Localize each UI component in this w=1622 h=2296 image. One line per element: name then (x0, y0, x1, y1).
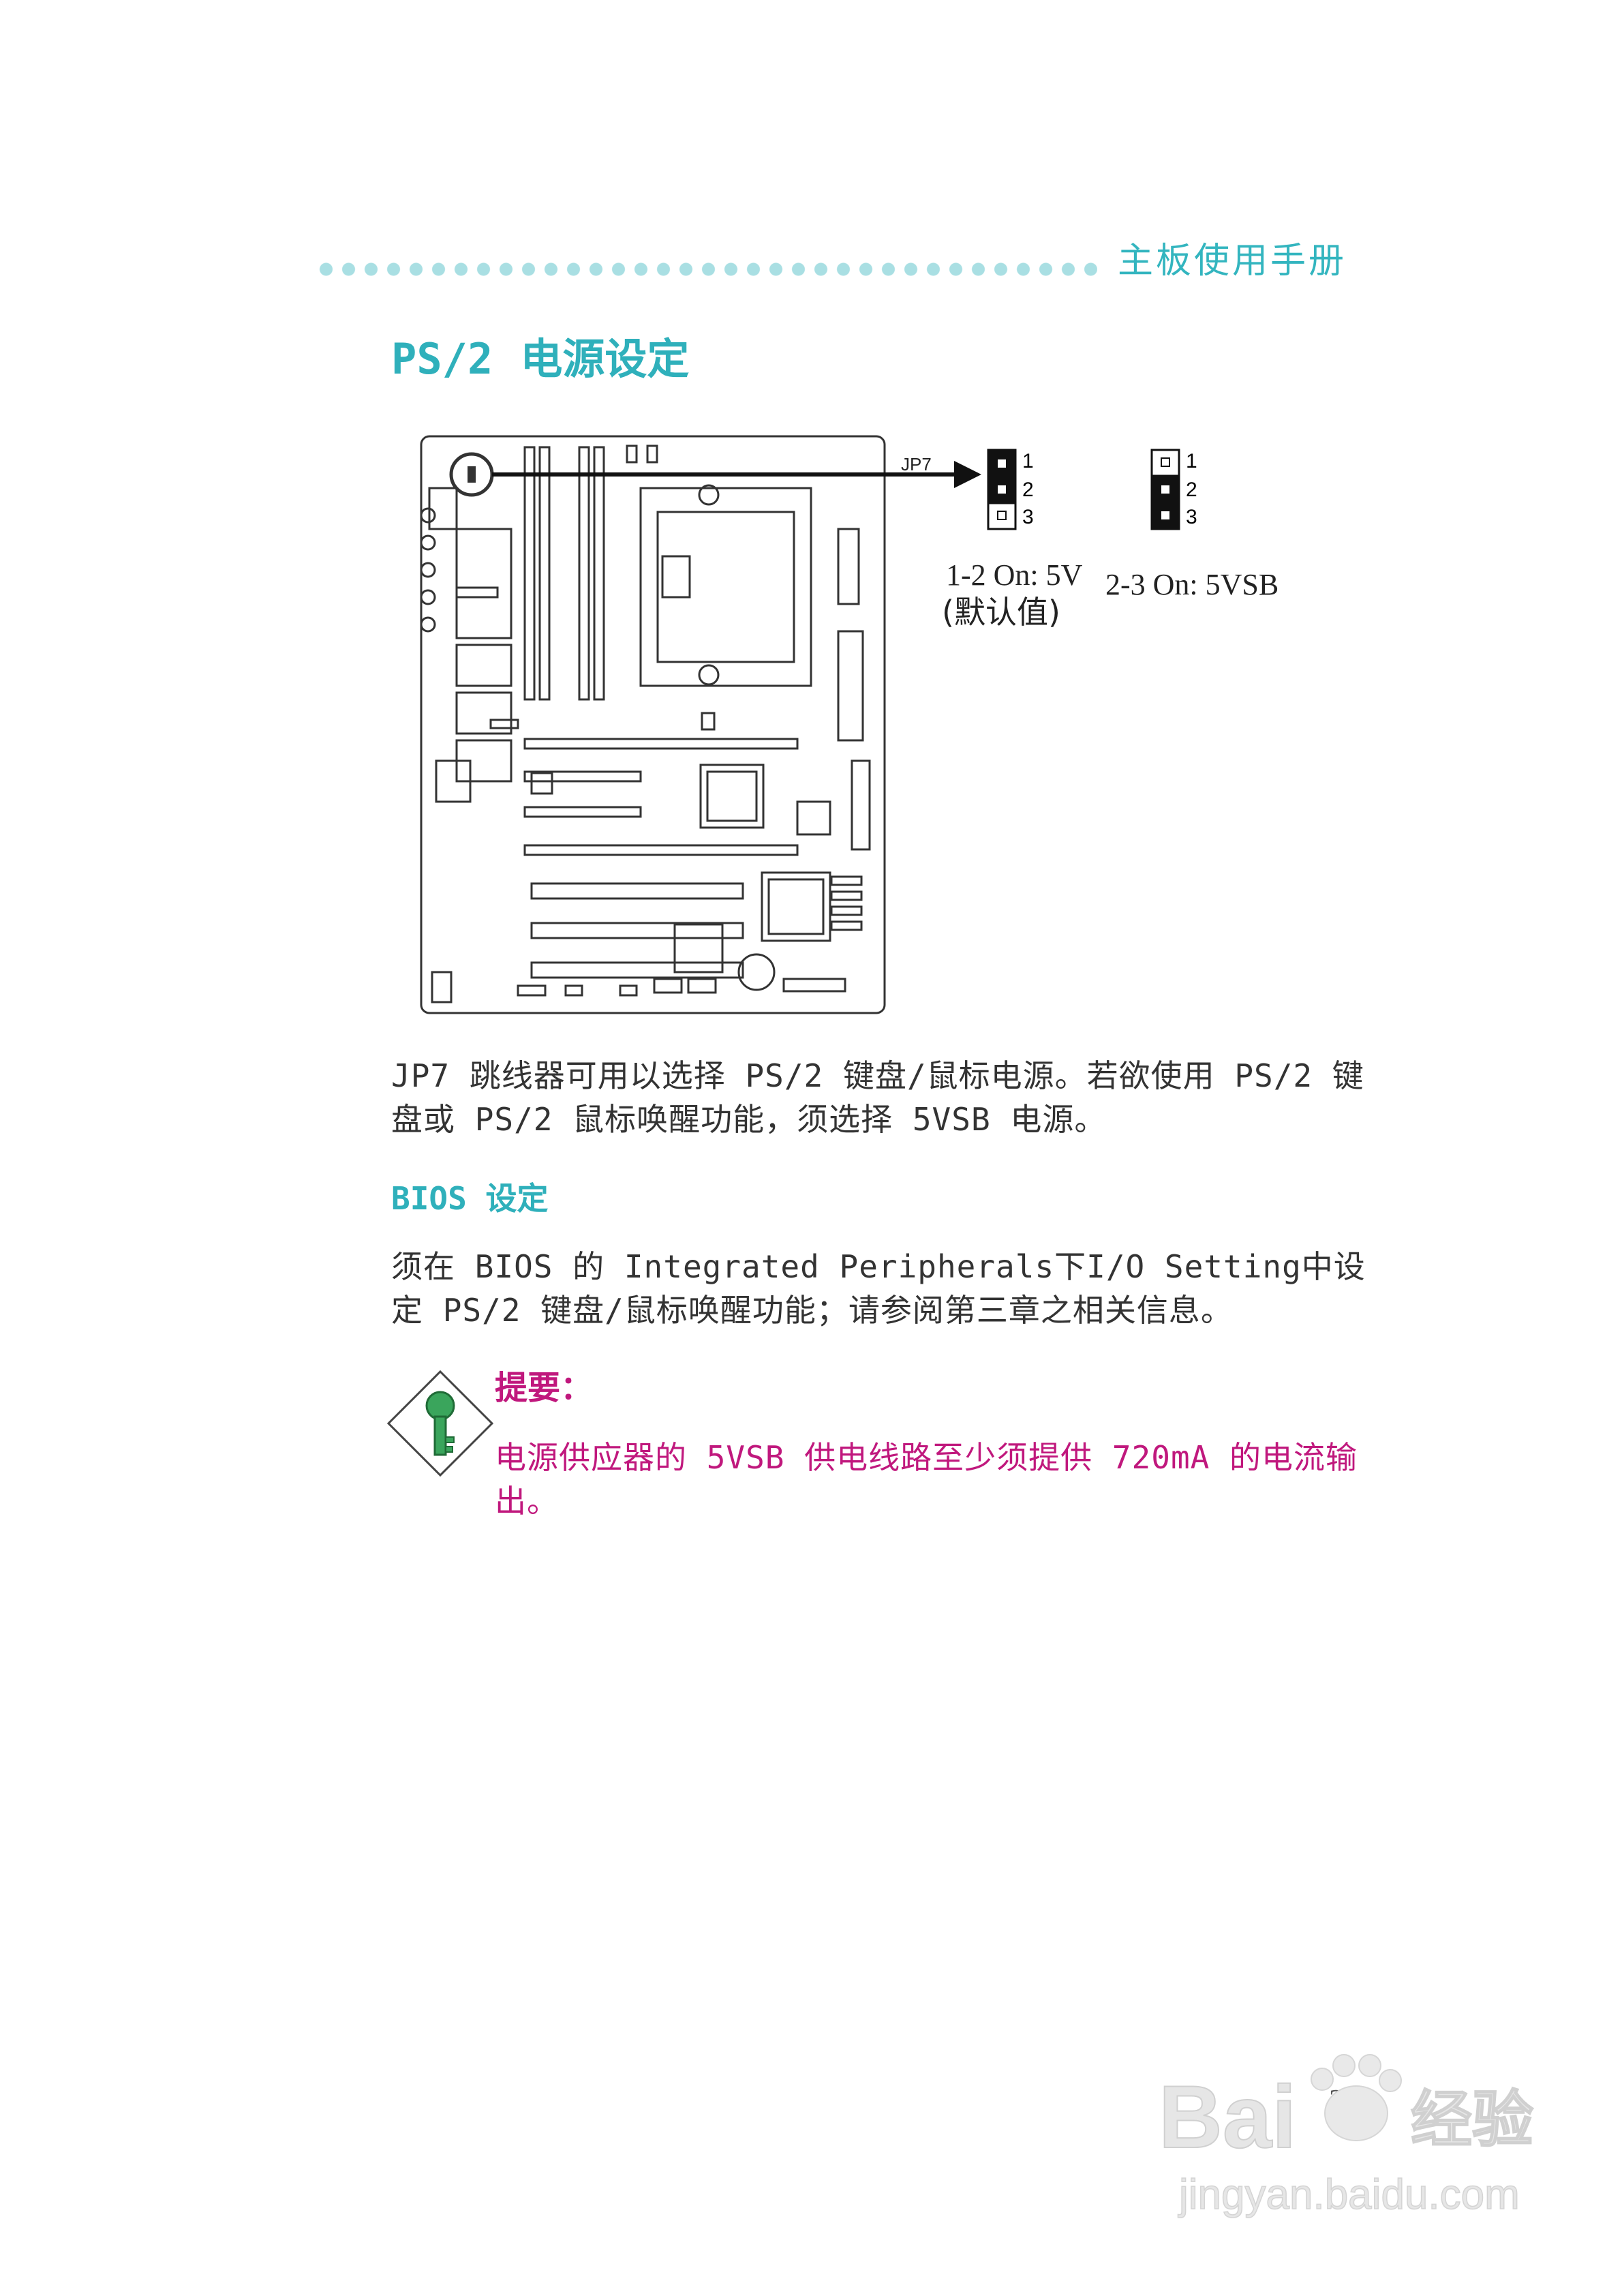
note-title: 提要： (495, 1369, 594, 1407)
option2-caption: 2-3 On: 5VSB (1105, 568, 1279, 601)
section-title-code: PS/2 (391, 334, 493, 384)
section-title: PS/2 电源设定 (391, 324, 689, 386)
paragraph-jp7-description: JP7 跳线器可用以选择 PS/2 键盘/鼠标电源。若欲使用 PS/2 键盘或 … (391, 1057, 1364, 1138)
jp7-option1-jumper (987, 449, 1017, 530)
jp7-label: JP7 (901, 454, 932, 474)
northbridge-chip (699, 764, 765, 829)
key-icon (386, 1370, 494, 1477)
opt2-pin-2: 2 (1186, 479, 1197, 501)
motherboard-diagram: 1 2 3 1 2 3 (420, 435, 1197, 1014)
header-title: 主板使用手册 (1118, 241, 1347, 282)
header-dot-rule (315, 262, 1097, 277)
baidu-watermark: Bai 经验 jingyan.baidu.com (1158, 2054, 1534, 2219)
watermark-brand: Bai (1159, 2067, 1296, 2166)
note-text: 电源供应器的 5VSB 供电线路至少须提供 720mA 的电流输出。 (495, 1439, 1358, 1520)
opt2-pin-1: 1 (1186, 450, 1197, 472)
opt1-pin-1: 1 (1022, 450, 1034, 472)
southbridge-chip (761, 871, 831, 942)
opt2-pin-3: 3 (1186, 506, 1197, 528)
opt1-pin-2: 2 (1022, 479, 1034, 501)
section-title-text: 电源设定 (520, 334, 690, 384)
paragraph-bios-setting: 须在 BIOS 的 Integrated Peripherals下I/O Set… (391, 1248, 1366, 1329)
jp7-pointer-arrowhead (954, 461, 981, 488)
cpu-socket (639, 487, 812, 687)
opt1-pin-3: 3 (1022, 506, 1034, 528)
jp7-option2-jumper (1150, 449, 1180, 530)
subsection-title: BIOS 设定 (391, 1180, 549, 1217)
option1-default-note: (默认值) (942, 594, 1060, 631)
battery (737, 953, 776, 991)
watermark-brand-suffix: 经验 (1411, 2084, 1533, 2156)
watermark-url: jingyan.baidu.com (1178, 2171, 1520, 2218)
board-outline (420, 435, 886, 1014)
option1-caption: 1-2 On: 5V (946, 558, 1083, 592)
